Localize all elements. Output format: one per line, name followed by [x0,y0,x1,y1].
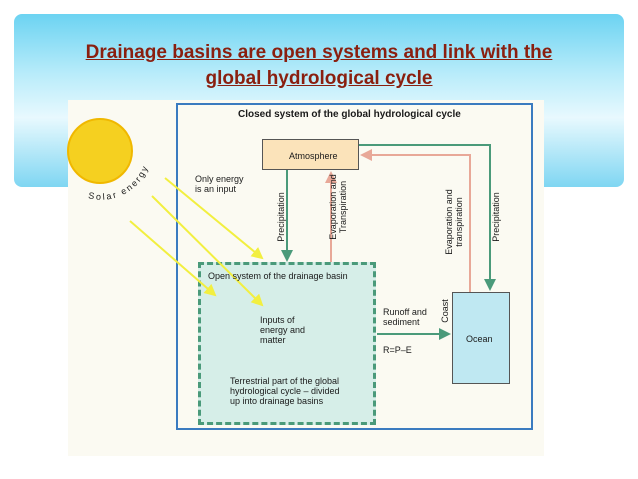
solar-ray-2 [151,195,264,307]
closed-system-frame [176,103,533,430]
atmosphere-box [262,139,359,170]
equation-label: R=P–E [383,345,412,355]
terrestrial-line-2: hydrological cycle – divided [230,386,340,396]
inputs-line-3: matter [260,335,286,345]
terrestrial-line-1: Terrestrial part of the global [230,376,340,386]
evaporation-arrow-right [360,149,471,292]
coast-label: Coast [440,299,450,323]
slide-title: Drainage basins are open systems and lin… [30,40,608,92]
slide-title-line-2: global hydrological cycle [205,68,433,89]
drainage-basin-box [198,262,376,425]
evap-left-line-2: Transpiration [338,180,348,234]
slide-title-line-1: Drainage basins are open systems and lin… [85,42,553,63]
closed-system-title: Closed system of the global hydrological… [238,109,461,120]
solar-ray-1 [164,177,264,260]
precipitation-label-left: Precipitation [276,192,286,242]
evaporation-label-right: Evaporation and transpiration [444,182,464,262]
ocean-label: Ocean [466,334,493,344]
open-system-label: Open system of the drainage basin [208,271,348,281]
solar-energy-text: Solar energy [88,163,149,202]
sun-icon [67,118,133,184]
atmosphere-label: Atmosphere [289,151,338,161]
inputs-line-2: energy and [260,325,306,335]
evap-left-line-1: Evaporation and [328,174,338,240]
evap-right-line-2: transpiration [454,197,464,247]
inputs-line-1: Inputs of [260,315,295,325]
evap-right-line-1: Evaporation and [444,189,454,255]
ocean-box [452,292,510,384]
runoff-line-1: Runoff and [383,307,427,317]
only-energy-line-1: Only energy [195,174,244,184]
precipitation-label-right: Precipitation [491,192,501,242]
runoff-line-2: sediment [383,317,420,327]
precipitation-arrow-right [359,144,496,291]
only-energy-line-2: is an input [195,184,237,194]
terrestrial-line-3: up into drainage basins [230,396,324,406]
svg-text:Solar energy: Solar energy [88,163,151,202]
evaporation-label-left: Evaporation and Transpiration [328,167,348,247]
solar-ray-3 [129,220,217,297]
